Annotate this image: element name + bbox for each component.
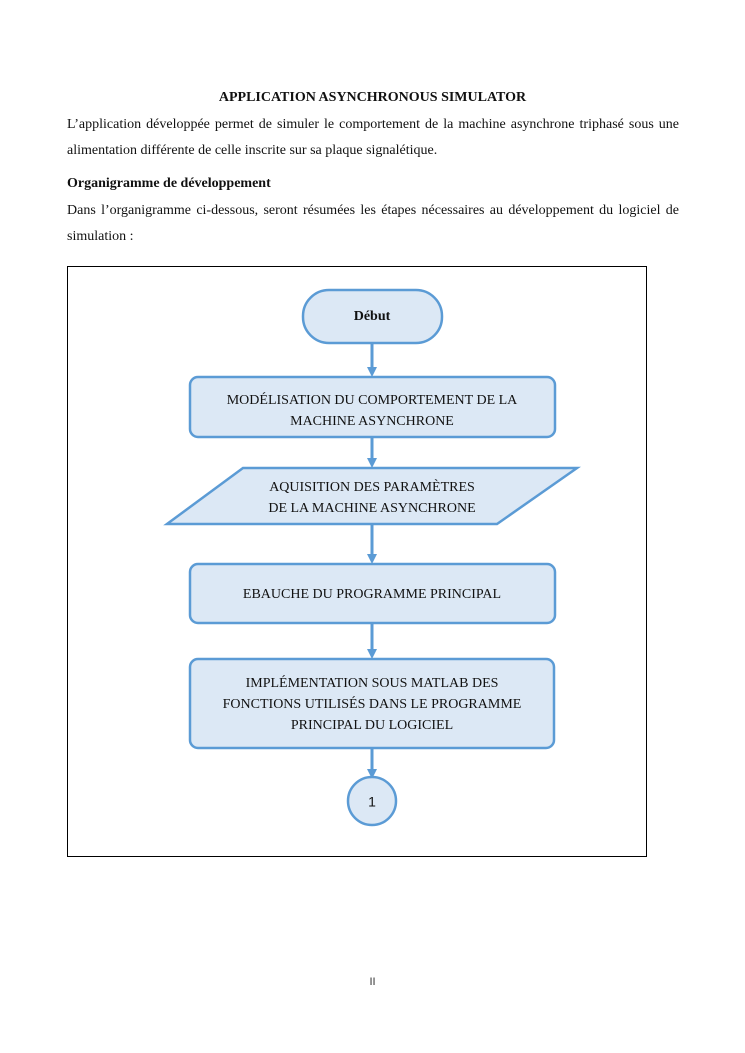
section-heading: Organigramme de développement: [67, 176, 271, 191]
start-label: Début: [354, 309, 391, 324]
step2-line-2: DE LA MACHINE ASYNCHRONE: [268, 501, 475, 516]
step3-line-1: EBAUCHE DU PROGRAMME PRINCIPAL: [243, 587, 501, 602]
document-title: APPLICATION ASYNCHRONOUS SIMULATOR: [218, 90, 527, 105]
step1-line-1: MODÉLISATION DU COMPORTEMENT DE LA: [227, 391, 518, 408]
step4-node: [188, 657, 556, 750]
step1-node: [188, 375, 557, 439]
step2-node: [163, 466, 581, 526]
step4-line-3: PRINCIPAL DU LOGICIEL: [291, 718, 453, 733]
intro-paragraph: L’application développée permet de simul…: [67, 117, 679, 158]
start-node: [301, 288, 444, 345]
step2-line-1: AQUISITION DES PARAMÈTRES: [269, 478, 475, 495]
step3-node: [188, 562, 557, 625]
step1-line-2: MACHINE ASYNCHRONE: [290, 414, 454, 429]
connector-node: [346, 775, 398, 827]
page-number: II: [369, 976, 376, 988]
step4-line-1: IMPLÉMENTATION SOUS MATLAB DES: [246, 674, 499, 691]
section-paragraph: Dans l’organigramme ci-dessous, seront r…: [67, 203, 679, 244]
connector-label: 1: [368, 794, 376, 810]
flowchart-frame: [67, 266, 647, 857]
step4-line-2: FONCTIONS UTILISÉS DANS LE PROGRAMME: [223, 695, 522, 712]
